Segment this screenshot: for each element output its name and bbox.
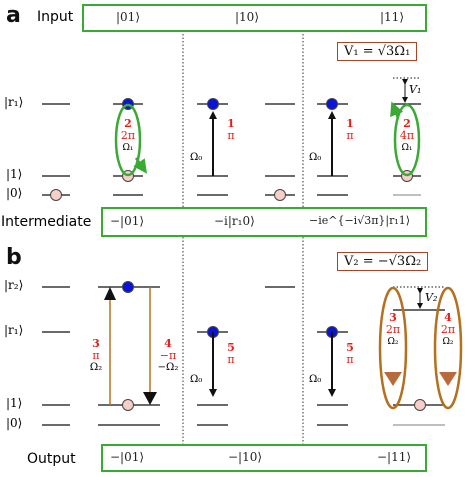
pulse-b2-area: −π (159, 349, 177, 362)
pulse-b1-rabi: Ω₂ (89, 362, 103, 373)
panel-b-letter: b (6, 245, 22, 270)
output-state-1: −|01⟩ (110, 450, 145, 464)
pulse-b4-rabi: Ω₀ (309, 374, 322, 385)
output-state-2: −|10⟩ (228, 450, 263, 464)
v2-box: V₂ = −√3Ω₂ (337, 252, 429, 271)
panel-a-atoms (50, 98, 413, 201)
level-r1-label-b: |r₁⟩ (4, 323, 24, 337)
pulse-b3-rabi: Ω₀ (190, 374, 203, 385)
atom-pink (122, 399, 134, 411)
level-r2-label-b: |r₂⟩ (4, 278, 24, 292)
black-head-up (104, 287, 116, 300)
green-loop-2-head (390, 101, 404, 119)
pulse-a1-step: 2 (124, 117, 132, 130)
pulse-a2: 1 π (224, 118, 238, 142)
green-loop-2 (393, 103, 421, 177)
v2-label: V₂ (425, 291, 438, 304)
v1-label: V₁ (409, 83, 422, 96)
pulse-b5-step: 3 (389, 311, 397, 324)
pulse-b5-rabi: Ω₂ (387, 337, 399, 347)
input-state-1: |01⟩ (116, 10, 140, 24)
output-states-box (101, 444, 427, 472)
pulse-b2-step: 4 (164, 337, 172, 350)
pulse-a4-area: 4π (399, 129, 415, 142)
pulse-b3: 5 π (224, 342, 238, 366)
level-1-label-a: |1⟩ (6, 167, 23, 181)
input-states-box (82, 4, 427, 32)
pulse-a2-rabi: Ω₀ (190, 152, 203, 163)
level-0-label-a: |0⟩ (6, 186, 23, 200)
intermediate-state-2: −i|r₁0⟩ (214, 214, 255, 228)
pulse-b5: 3 2π Ω₂ (380, 312, 406, 348)
input-row-label: Input (37, 9, 74, 25)
brown-loop-4 (433, 286, 463, 410)
pulse-a4-step: 2 (403, 117, 411, 130)
pulse-b4-step: 5 (346, 341, 354, 354)
pulse-b3-area: π (227, 353, 235, 366)
pulse-a3: 1 π (343, 118, 357, 142)
level-0-label-b: |0⟩ (6, 416, 23, 430)
green-loop-1-head (133, 157, 148, 174)
atom-blue (326, 98, 338, 110)
pulse-b4-area: π (346, 353, 354, 366)
level-1-label-b: |1⟩ (6, 396, 23, 410)
brown-loop-3-head (384, 372, 402, 386)
pulse-a2-area: π (227, 129, 235, 142)
pulse-b6: 4 2π Ω₂ (435, 312, 461, 348)
intermediate-state-3: −ie^{−i√3π}|r₁1⟩ (309, 214, 411, 227)
pulse-b1: 3 π Ω₂ (86, 338, 106, 374)
atom-blue (122, 281, 134, 293)
atom-blue (207, 98, 219, 110)
output-state-3: −|11⟩ (377, 450, 412, 464)
v1-box: V₁ = √3Ω₁ (337, 42, 418, 61)
pulse-b2-rabi: −Ω₂ (157, 362, 179, 373)
pulse-b1-step: 3 (92, 337, 100, 350)
pulse-b6-area: 2π (440, 323, 456, 336)
brown-loop-4-head (439, 372, 457, 386)
pulse-a1-rabi: Ω₁ (122, 143, 134, 153)
pulse-a1-area: 2π (120, 129, 136, 142)
atom-pink (50, 189, 62, 201)
atom-pink (414, 399, 426, 411)
intermediate-state-1: −|01⟩ (110, 214, 145, 228)
pulse-b3-step: 5 (227, 341, 235, 354)
pulse-a3-step: 1 (346, 117, 354, 130)
pulse-b2: 4 −π −Ω₂ (153, 338, 183, 374)
pulse-b6-rabi: Ω₂ (442, 337, 454, 347)
pulse-b6-step: 4 (444, 311, 452, 324)
output-row-label: Output (27, 451, 76, 467)
pulse-a4: 2 4π Ω₁ (395, 118, 419, 154)
green-loop-1 (114, 103, 142, 177)
black-head-down (143, 392, 157, 405)
input-state-2: |10⟩ (235, 10, 259, 24)
atom-pink (274, 189, 286, 201)
pulse-a1: 2 2π Ω₁ (116, 118, 140, 154)
pulse-a4-rabi: Ω₁ (401, 143, 413, 153)
intermediate-states-box (101, 207, 427, 237)
level-r1-label-a: |r₁⟩ (4, 95, 24, 109)
pulse-a2-step: 1 (227, 117, 235, 130)
brown-loop-3 (378, 286, 408, 410)
column-separators (182, 6, 304, 472)
pulse-a3-rabi: Ω₀ (309, 152, 322, 163)
pulse-a3-area: π (346, 129, 354, 142)
pulse-b1-area: π (92, 349, 100, 362)
panel-a-letter: a (6, 3, 21, 28)
pulse-b5-area: 2π (385, 323, 401, 336)
pulse-b4: 5 π (343, 342, 357, 366)
intermediate-row-label: Intermediate (1, 214, 92, 230)
input-state-3: |11⟩ (380, 10, 404, 24)
